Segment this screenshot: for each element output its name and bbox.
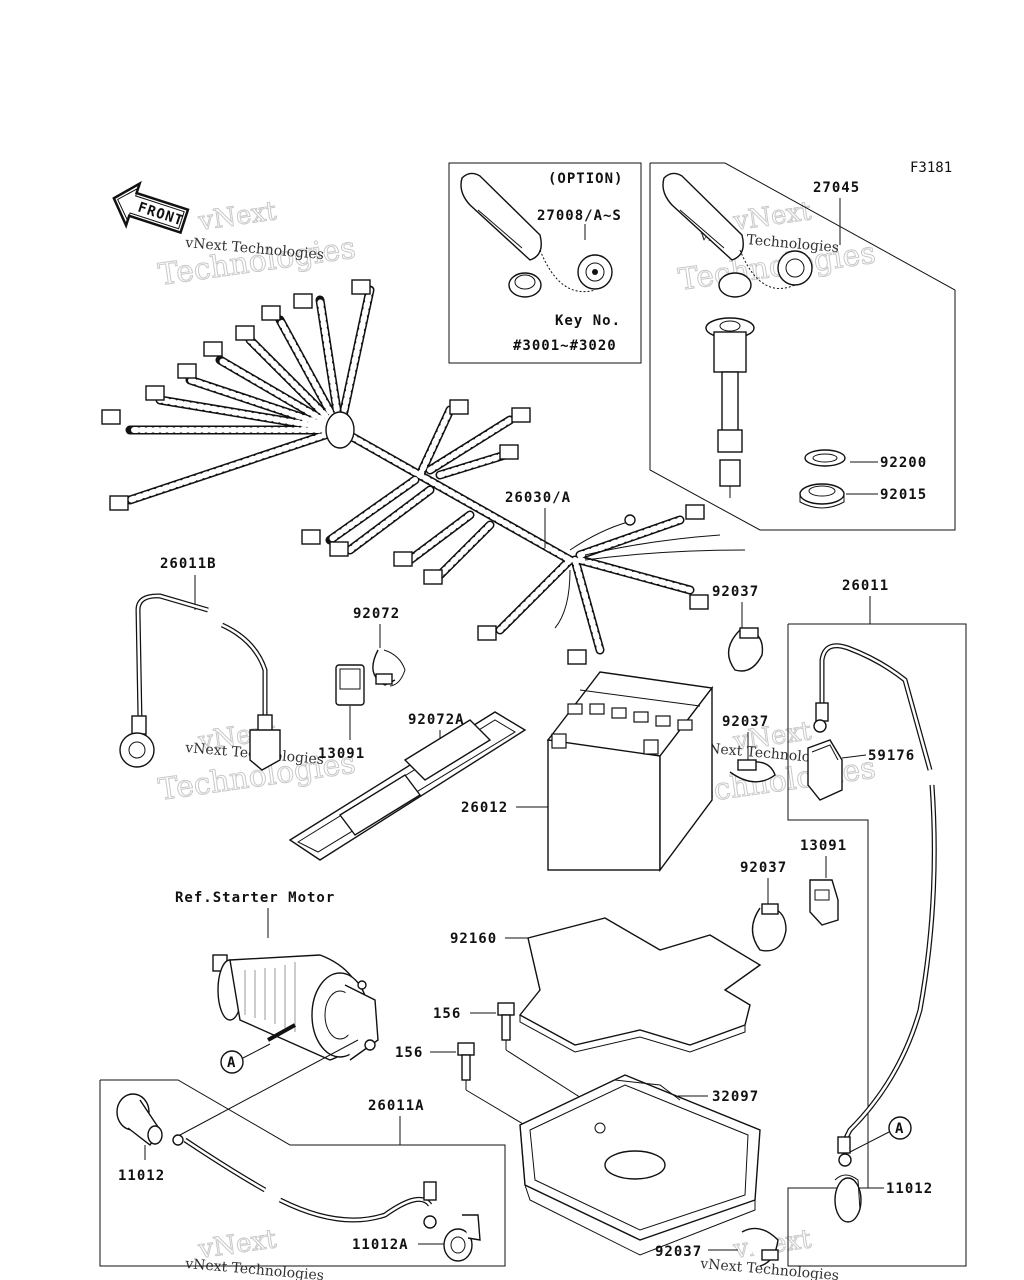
wiring-harness-icon [101, 279, 746, 665]
battery-tray-32097-icon [519, 1074, 761, 1256]
callout-156-b: 156 [395, 1045, 423, 1061]
option-part-number: 27008/A~S [537, 208, 622, 224]
callout-11012-a: 11012 [118, 1168, 165, 1184]
callout-26011b: 26011B [160, 556, 217, 572]
bolt-156-b-icon [457, 1042, 475, 1081]
cover-13091-a-icon [335, 664, 365, 706]
battery-cable-26011-icon [813, 643, 937, 1167]
cover-13091-b-icon [809, 879, 839, 926]
option-key-range: #3001~#3020 [513, 338, 617, 354]
callout-32097: 32097 [712, 1089, 759, 1105]
option-box-frame [448, 162, 642, 364]
callout-92037-d: 92037 [655, 1244, 702, 1260]
callout-26011: 26011 [842, 578, 889, 594]
boot-11012-a-icon [116, 1093, 163, 1147]
cable-26011a-box-frame [99, 1079, 506, 1267]
callout-156-a: 156 [433, 1006, 461, 1022]
bolt-156-a-icon [497, 1002, 515, 1041]
callout-92200: 92200 [880, 455, 927, 471]
ignition-box-frame [649, 162, 956, 531]
callout-13091-a: 13091 [318, 746, 365, 762]
band-92037-b-icon [729, 759, 776, 783]
callout-59176: 59176 [868, 748, 915, 764]
key-icon [460, 172, 613, 298]
band-92037-a-icon [727, 627, 764, 672]
band-92037-c-icon [751, 903, 787, 952]
callout-92072a: 92072A [408, 712, 465, 728]
band-92072-icon [372, 649, 406, 687]
callout-92037-b: 92037 [722, 714, 769, 730]
option-key-label: Key No. [555, 313, 621, 329]
callout-13091-b: 13091 [800, 838, 847, 854]
callout-11012a: 11012A [352, 1237, 409, 1253]
callout-26030-a: 26030/A [505, 490, 571, 506]
callout-ref-starter-motor: Ref.Starter Motor [175, 890, 335, 906]
band-92037-d-icon [741, 1227, 779, 1267]
starter-motor-icon [212, 954, 379, 1061]
ref-a-2: A [895, 1121, 904, 1137]
key-icon [662, 172, 813, 298]
callout-11012-b: 11012 [886, 1181, 933, 1197]
mat-92160-icon [518, 917, 762, 1053]
callout-92037-a: 92037 [712, 584, 759, 600]
callout-92072-a: 92072 [353, 606, 400, 622]
watermark-text: vNext Technologies [184, 1256, 325, 1280]
option-box: (OPTION) 27008/A~S Key No. #3001~#3020 [448, 162, 642, 364]
nut-icon [799, 483, 845, 509]
ref-a-marker-2 [888, 1116, 912, 1140]
terminal-cover-59176-icon [807, 739, 843, 801]
callout-92015: 92015 [880, 487, 927, 503]
boot-11012a-icon [443, 1214, 481, 1262]
connector-icons [101, 279, 709, 665]
option-title: (OPTION) [548, 171, 623, 187]
callout-26011a: 26011A [368, 1098, 425, 1114]
ignition-switch-icon [705, 317, 755, 498]
callout-92160: 92160 [450, 931, 497, 947]
figure-code: F3181 [910, 160, 952, 176]
watermark-bottom-left: vNext vNext Technologies [184, 1224, 325, 1280]
watermark-text: vNext [196, 196, 279, 237]
ref-a-marker-1 [220, 1050, 244, 1074]
ignition-box: 27045 92200 [649, 162, 956, 531]
ref-a-1: A [227, 1055, 236, 1071]
front-arrow-icon: FRONT [112, 180, 190, 235]
callout-26012: 26012 [461, 800, 508, 816]
strap-92072a-icon [288, 711, 527, 861]
battery-cable-26011b-icon [119, 593, 281, 771]
washer-icon [804, 449, 846, 467]
starter-cable-26011a-icon [172, 1134, 437, 1229]
battery-26012-icon [546, 671, 714, 873]
callout-92037-c: 92037 [740, 860, 787, 876]
callout-27045: 27045 [813, 180, 860, 196]
cable-26011-box-frame [787, 623, 967, 1267]
boot-11012-b-icon [834, 1174, 862, 1223]
